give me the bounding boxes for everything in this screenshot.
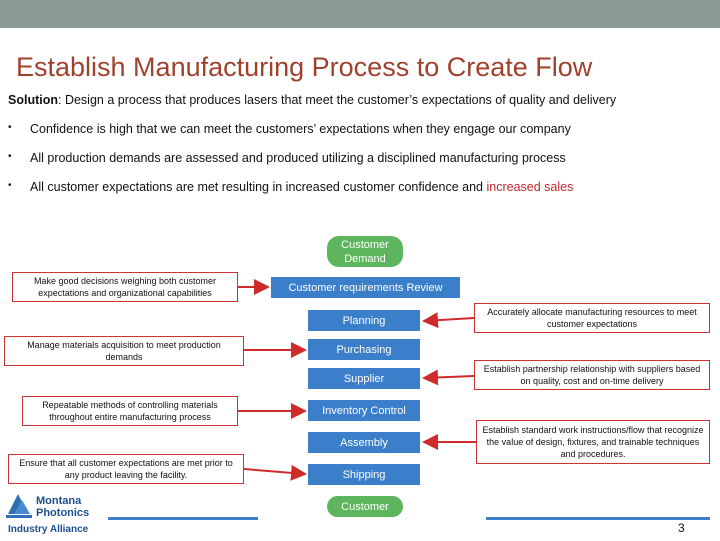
flow-customer-demand: Customer Demand <box>327 236 403 267</box>
flow-customer-requirements-review: Customer requirements Review <box>271 277 460 298</box>
flow-purchasing: Purchasing <box>308 339 420 360</box>
bullet-text: Confidence is high that we can meet the … <box>30 122 571 136</box>
flow-shipping: Shipping <box>308 464 420 485</box>
note-expectations: Ensure that all customer expectations ar… <box>8 454 244 484</box>
note-materials: Manage materials acquisition to meet pro… <box>4 336 244 366</box>
flow-inventory-control: Inventory Control <box>308 400 420 421</box>
bullet-text: All customer expectations are met result… <box>30 180 573 194</box>
solution-label: Solution <box>8 93 58 107</box>
arrow-expectations <box>243 464 307 481</box>
bullet-text-main: All customer expectations are met result… <box>30 180 487 194</box>
bullet-icon: • <box>8 151 12 162</box>
footer-line-right <box>486 517 710 520</box>
bullet-icon: • <box>8 122 12 133</box>
flow-assembly: Assembly <box>308 432 420 453</box>
logo-line2: Photonics <box>36 507 89 519</box>
arrow-allocate <box>422 312 475 329</box>
company-logo: Montana Photonics Industry Alliance <box>6 490 106 536</box>
note-partnership: Establish partnership relationship with … <box>474 360 710 390</box>
bullet-icon: • <box>8 180 12 191</box>
solution-statement: Solution: Design a process that produces… <box>8 93 616 107</box>
flow-planning: Planning <box>308 310 420 331</box>
solution-text: : Design a process that produces lasers … <box>58 93 617 107</box>
logo-line1: Montana <box>36 495 82 507</box>
footer-line-left <box>108 517 258 520</box>
flow-customer: Customer <box>327 496 403 517</box>
note-allocate: Accurately allocate manufacturing resour… <box>474 303 710 333</box>
top-bar <box>0 0 720 28</box>
logo-line3: Industry Alliance <box>8 524 89 535</box>
note-repeatable: Repeatable methods of controlling materi… <box>22 396 238 426</box>
note-standard-work: Establish standard work instructions/flo… <box>476 420 710 464</box>
arrow-partnership <box>422 369 475 386</box>
slide-title: Establish Manufacturing Process to Creat… <box>16 52 593 82</box>
bullet-text: All production demands are assessed and … <box>30 151 566 165</box>
bullet-highlight: increased sales <box>486 180 574 194</box>
flow-supplier: Supplier <box>308 368 420 389</box>
page-number: 3 <box>678 521 685 535</box>
note-decisions: Make good decisions weighing both custom… <box>12 272 238 302</box>
logo-emblem-icon: Montana Photonics Industry Alliance <box>6 494 89 535</box>
